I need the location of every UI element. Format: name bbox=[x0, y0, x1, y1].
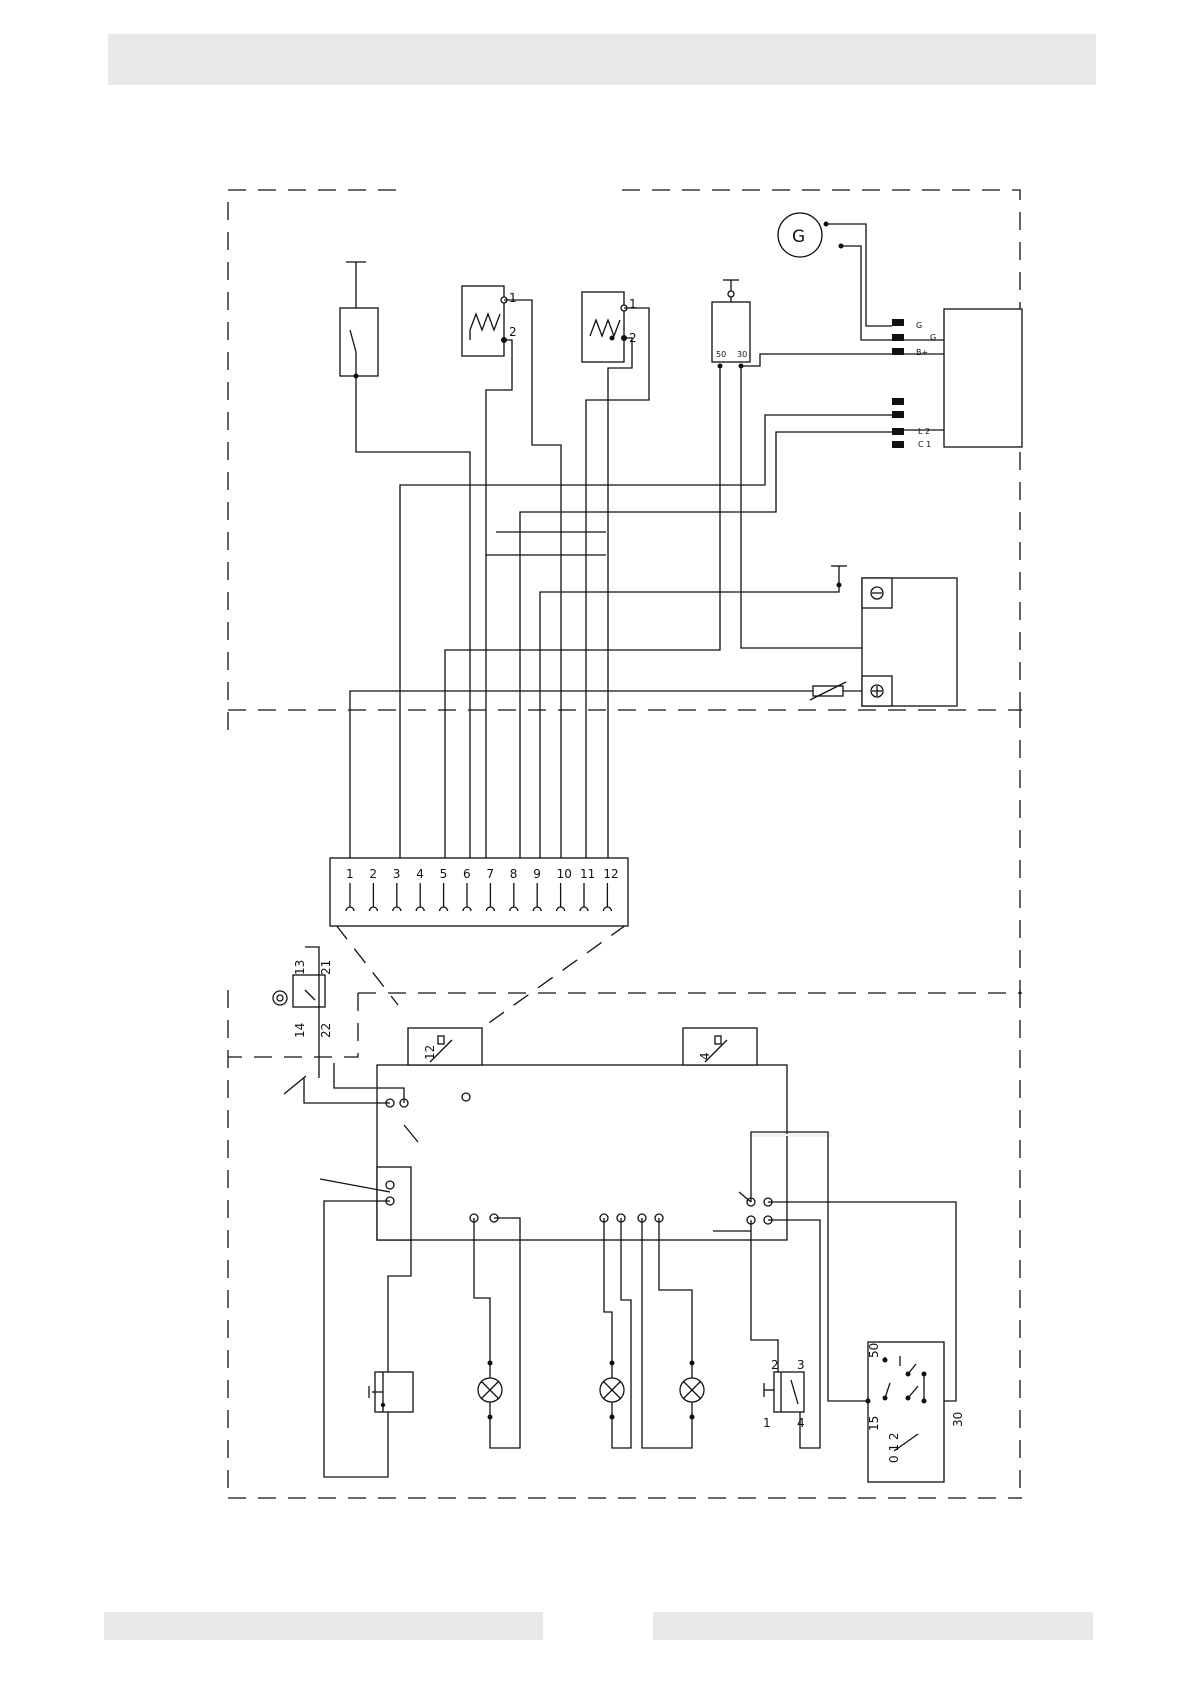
starter-terminal-30: 30 bbox=[737, 350, 747, 359]
connector-pin-label: 9 bbox=[533, 867, 541, 881]
ignition-label-50: 50 bbox=[867, 1343, 881, 1358]
key-switch-label-22: 22 bbox=[319, 1023, 333, 1038]
connector-pin-label: 5 bbox=[440, 867, 448, 881]
starter-terminal-50: 50 bbox=[716, 350, 726, 359]
ignition-label-15: 15 bbox=[867, 1416, 881, 1431]
regulator-component: G G B+ L 2 C 1 bbox=[892, 309, 1022, 449]
connector-pin-label: 10 bbox=[557, 867, 572, 881]
connector-pin-label: 7 bbox=[486, 867, 494, 881]
relay-label-1b: 1 bbox=[629, 297, 637, 311]
push-button-component: 2 3 1 4 bbox=[763, 1358, 805, 1430]
push-button-label-1: 1 bbox=[763, 1416, 771, 1430]
regulator-label-b: B+ bbox=[916, 348, 928, 357]
connector-pin-label: 12 bbox=[603, 867, 618, 881]
ignition-label-30: 30 bbox=[951, 1412, 965, 1427]
connector-pin-label: 6 bbox=[463, 867, 471, 881]
control-module: 12 4 bbox=[377, 1028, 831, 1240]
lamp-2 bbox=[600, 1361, 624, 1420]
relay-label-1a: 1 bbox=[509, 291, 517, 305]
connector-pin-label: 2 bbox=[369, 867, 377, 881]
generator-label: G bbox=[792, 227, 805, 247]
dashed-enclosures bbox=[228, 190, 1022, 1498]
connector-pin-label: 3 bbox=[393, 867, 401, 881]
key-switch-label-13: 13 bbox=[293, 960, 307, 975]
module-label-4: 4 bbox=[698, 1052, 712, 1060]
regulator-label-g1: G bbox=[916, 321, 922, 330]
regulator-label-l: L 2 bbox=[918, 427, 930, 436]
heater-element-2: 1 2 bbox=[582, 292, 637, 362]
push-button-label-4: 4 bbox=[797, 1416, 805, 1430]
switch-component bbox=[340, 262, 378, 379]
push-button-label-3: 3 bbox=[797, 1358, 805, 1372]
lamp-3 bbox=[680, 1361, 704, 1420]
starter-relay: 50 30 bbox=[712, 280, 750, 369]
connector-pin-label: 11 bbox=[580, 867, 595, 881]
connector-pin-label: 8 bbox=[510, 867, 518, 881]
key-switch-label-14: 14 bbox=[293, 1023, 307, 1038]
fuse-component bbox=[810, 682, 846, 700]
ignition-switch-component: 50 15 30 0 1 2 bbox=[866, 1342, 966, 1482]
heater-element-1: 1 2 bbox=[462, 286, 517, 356]
lamp-1 bbox=[478, 1361, 502, 1420]
wiring-upper bbox=[350, 224, 944, 870]
battery-component bbox=[831, 566, 957, 706]
relay-label-2a: 2 bbox=[509, 325, 517, 339]
key-switch-label-21: 21 bbox=[319, 960, 333, 975]
generator-component: G bbox=[778, 213, 844, 257]
key-switch: 13 21 14 22 bbox=[273, 947, 333, 1078]
push-button-label-2: 2 bbox=[771, 1358, 779, 1372]
regulator-label-c: C 1 bbox=[918, 440, 931, 449]
ignition-label-positions: 0 1 2 bbox=[887, 1432, 901, 1463]
connector-pin-label: 4 bbox=[416, 867, 424, 881]
connector-pin-label: 1 bbox=[346, 867, 354, 881]
